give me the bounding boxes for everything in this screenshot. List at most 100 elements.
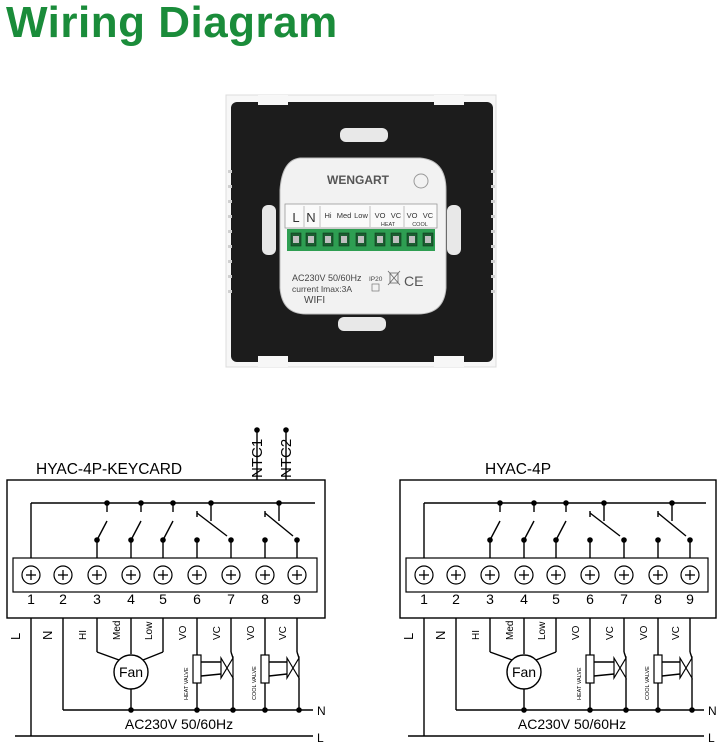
terminal-number: 9 [686, 591, 694, 607]
device-current: current Imax:3A [292, 284, 352, 294]
device-wifi: WIFI [304, 295, 325, 306]
device-notch [434, 95, 464, 105]
junction-dot [262, 537, 268, 543]
n-supply-label: N [317, 704, 326, 718]
junction-dot [296, 707, 302, 713]
terminal-strip [405, 557, 709, 593]
terminal-screw-head [409, 236, 415, 243]
junction-dot [587, 707, 593, 713]
heat-valve-vc-link [623, 651, 627, 659]
group-label-cool: COOL [412, 222, 428, 228]
device-side-slot [262, 205, 276, 255]
device-edge-ridges [228, 170, 495, 293]
cool-valve-link [268, 673, 288, 677]
fan-low-wire [142, 651, 164, 661]
terminal-label: Low [354, 211, 368, 220]
cool-valve-label: COOL VALVE [252, 666, 258, 700]
junction-dot [230, 707, 236, 713]
switch-contact [96, 520, 108, 541]
page-title: Wiring Diagram [6, 0, 338, 47]
device-bottom-slot [338, 317, 386, 331]
device-side-slot [447, 205, 461, 255]
fan-label: Fan [512, 664, 536, 680]
wire-label: L [401, 633, 416, 640]
terminal-label: VO [375, 211, 386, 220]
l-supply-label: L [317, 731, 324, 745]
terminal-number: 1 [27, 591, 35, 607]
terminal-number: 1 [420, 591, 428, 607]
terminal-screw-head [308, 236, 314, 243]
terminal-number: 6 [193, 591, 201, 607]
heat-valve-label: HEAT VALVE [577, 667, 583, 700]
supply-label: AC230V 50/60Hz [125, 716, 233, 732]
cool-valve-coil [653, 654, 663, 684]
terminal-number: 8 [261, 591, 269, 607]
heat-valve-symbol [613, 655, 627, 681]
wire-label: Low [537, 621, 548, 640]
controller-box [6, 479, 326, 619]
terminal-number: 8 [654, 591, 662, 607]
terminal-screw-head [325, 236, 331, 243]
junction-dot [655, 537, 661, 543]
terminal-screw-head [341, 236, 347, 243]
heat-valve-link [200, 673, 222, 677]
heat-valve-symbol [220, 655, 234, 681]
double-insulation-icon [371, 283, 380, 292]
terminal-screws [290, 232, 434, 247]
wire-label: N [40, 631, 55, 640]
changeover-contact [657, 512, 687, 537]
terminal-label-strip [284, 203, 438, 229]
junction-dot [521, 707, 527, 713]
cool-valve-symbol [286, 655, 300, 681]
wire-label: L [8, 633, 23, 640]
junction-dot [228, 537, 234, 543]
heat-valve-vc-link [230, 651, 234, 659]
terminal-screw-head [377, 236, 383, 243]
junction-dot [587, 537, 593, 543]
wire-label: HI [78, 630, 89, 640]
device-notch [258, 95, 288, 105]
terminal-label: N [306, 210, 315, 225]
weee-bin-icon [387, 270, 401, 286]
wire-label: HI [471, 630, 482, 640]
terminal-label: L [292, 210, 299, 225]
group-label-heat: HEAT [381, 222, 396, 228]
l-supply-label: L [708, 731, 715, 745]
wire-label: Low [144, 621, 155, 640]
switch-contact [130, 520, 142, 541]
terminal-number: 7 [227, 591, 235, 607]
terminal-label: VC [391, 211, 402, 220]
fan-hi-wire [489, 651, 513, 661]
controller-box [399, 479, 717, 619]
terminal-screw-head [393, 236, 399, 243]
junction-dot [194, 537, 200, 543]
heat-valve-label: HEAT VALVE [184, 667, 190, 700]
wire-label: VC [671, 626, 682, 640]
terminal-screw-head [358, 236, 364, 243]
junction-dot [655, 707, 661, 713]
wire-label: VO [639, 625, 650, 640]
heat-valve-coil [585, 654, 595, 684]
wire-label: N [433, 631, 448, 640]
terminal-number: 2 [452, 591, 460, 607]
heat-valve-coil [192, 654, 202, 684]
junction-dot [689, 707, 695, 713]
terminal-number: 6 [586, 591, 594, 607]
terminal-number: 3 [486, 591, 494, 607]
terminal-screw-head [425, 236, 431, 243]
cool-valve-symbol [679, 655, 693, 681]
terminal-number: 5 [159, 591, 167, 607]
junction-dot [621, 537, 627, 543]
device-ip: IP20 [369, 276, 383, 283]
fan-hi-wire [96, 651, 120, 661]
n-supply-label: N [708, 704, 717, 718]
junction-dot [283, 427, 289, 433]
terminal-label: VC [423, 211, 434, 220]
device-rating: AC230V 50/60Hz [292, 273, 362, 283]
supply-label: AC230V 50/60Hz [518, 716, 626, 732]
terminal-number: 4 [127, 591, 135, 607]
junction-dot [294, 537, 300, 543]
